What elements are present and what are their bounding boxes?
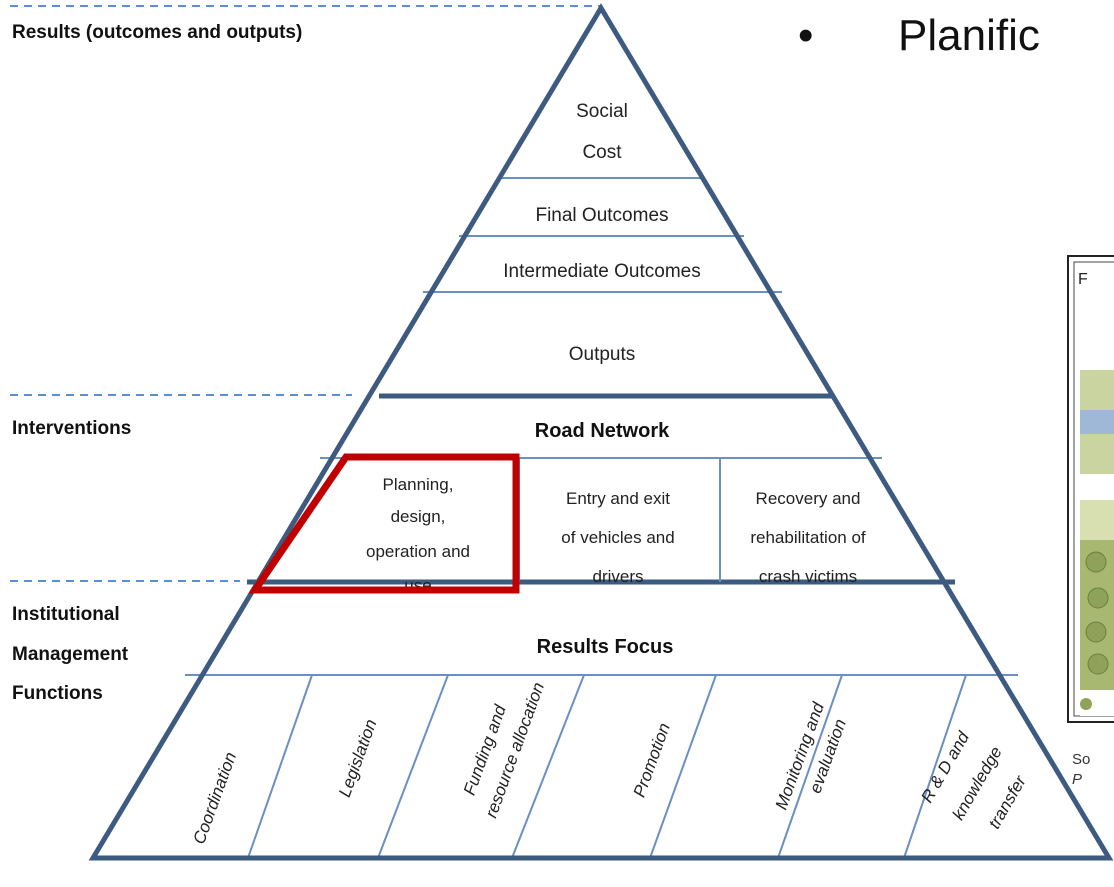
cell-intermediate-outcomes: Intermediate Outcomes xyxy=(503,261,700,282)
fn-rd-line3: transfer xyxy=(985,771,1031,832)
fn-legislation: Legislation xyxy=(335,717,381,800)
cell-road-network: Road Network xyxy=(535,420,670,442)
divider-fn-6 xyxy=(903,674,967,859)
cell-recovery-line1: Recovery and xyxy=(756,489,861,508)
pyramid-outline xyxy=(88,3,1114,861)
slide-bullet: • xyxy=(798,11,813,60)
cell-final-outcomes: Final Outcomes xyxy=(535,205,668,226)
divider-fn-3 xyxy=(511,674,585,859)
cell-outputs: Outputs xyxy=(569,344,636,365)
highlight-planning-box xyxy=(248,453,520,594)
level-label-results: Results (outcomes and outputs) xyxy=(12,22,302,43)
cell-social-cost-line2: Cost xyxy=(582,142,622,163)
side-image-source-line2: P xyxy=(1072,771,1082,788)
cell-results-focus: Results Focus xyxy=(537,636,674,658)
divider-fn-5 xyxy=(777,674,843,859)
cell-recovery-line3: crash victims xyxy=(759,567,857,586)
side-image-corner-char: F xyxy=(1078,271,1088,288)
side-image-source-line1: So xyxy=(1072,751,1090,768)
side-image: F So P xyxy=(1067,255,1114,788)
divider-fn-4 xyxy=(649,674,717,859)
slide-title: Planific xyxy=(898,11,1040,60)
cell-entry-line2: of vehicles and xyxy=(561,528,674,547)
cell-planning-line3: operation and xyxy=(366,542,470,561)
fn-coordination: Coordination xyxy=(189,750,240,847)
cell-recovery-line2: rehabilitation of xyxy=(750,528,866,547)
level-label-functions: Functions xyxy=(12,683,103,704)
cell-entry-line1: Entry and exit xyxy=(566,489,670,508)
fn-promotion: Promotion xyxy=(630,720,674,799)
divider-fn-2 xyxy=(377,674,449,859)
cell-entry-line3: drivers xyxy=(592,567,643,586)
level-label-management: Management xyxy=(12,644,129,665)
cell-planning-line1: Planning, xyxy=(383,475,454,494)
cell-planning-line2: design, xyxy=(391,507,446,526)
divider-fn-1 xyxy=(247,674,313,859)
level-label-institutional: Institutional xyxy=(12,604,120,625)
cell-social-cost-line1: Social xyxy=(576,101,628,122)
level-label-interventions: Interventions xyxy=(12,418,131,439)
